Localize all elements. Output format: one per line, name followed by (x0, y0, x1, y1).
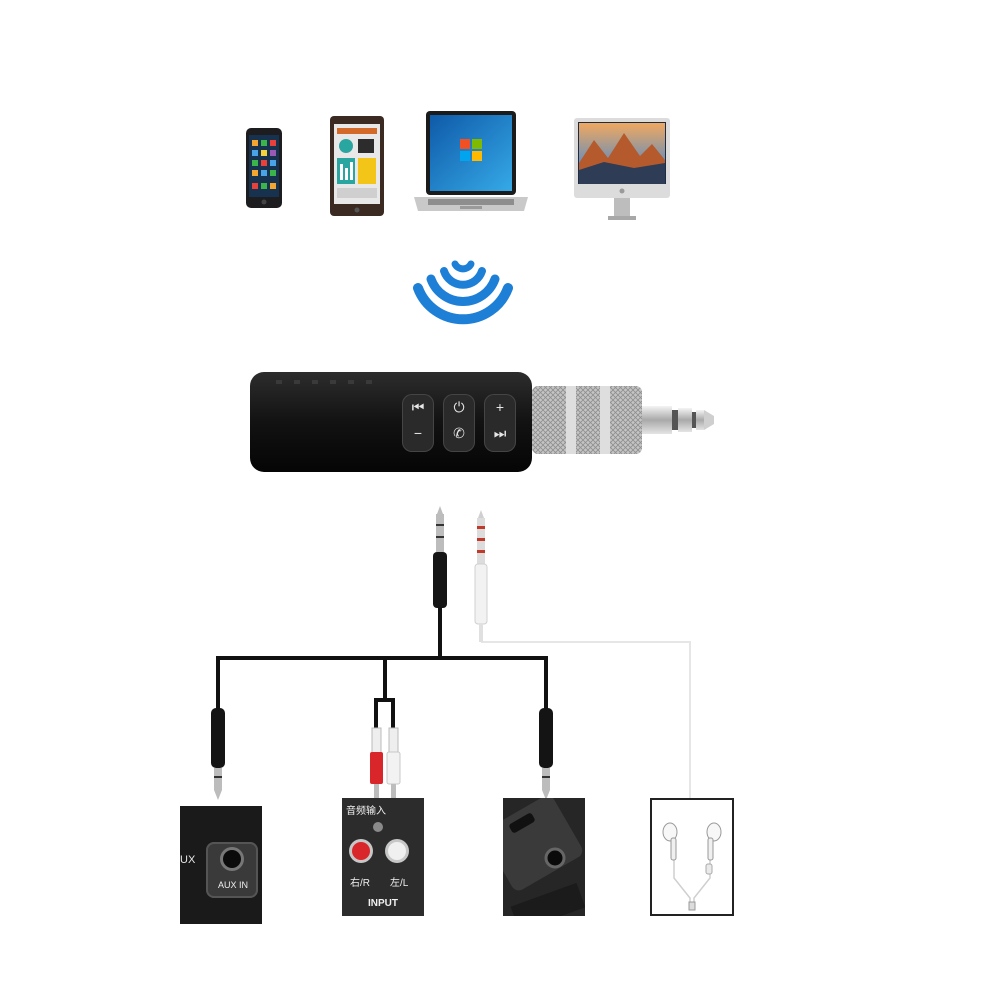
wireless-signal-icon (408, 254, 518, 334)
receiver-button-group: ⏮ − ⏻ ✆ + ⏭ (402, 394, 520, 454)
rca-jack-left-icon (388, 842, 406, 860)
aux-in-panel: UX AUX IN (180, 806, 262, 924)
earphones-icon (662, 822, 722, 911)
phone-icon: ✆ (453, 425, 465, 441)
cable-diagram (0, 500, 1000, 820)
car-aux-port-panel (503, 798, 585, 916)
input-label: INPUT (368, 898, 398, 909)
left-aux-plug-icon (211, 708, 225, 800)
previous-volume-down-button[interactable]: ⏮ − (402, 394, 434, 452)
power-icon: ⏻ (453, 399, 465, 415)
desktop-monitor-icon (574, 118, 670, 224)
black-main-plug-icon (433, 506, 447, 658)
aux-in-label: AUX IN (217, 880, 248, 890)
screw-icon (373, 822, 383, 832)
right-aux-plug-icon (539, 708, 553, 800)
rca-left-label: 左/L (390, 878, 409, 889)
rca-plugs-icon (370, 727, 401, 798)
aux-jack-icon (223, 850, 241, 868)
power-call-button[interactable]: ⏻ ✆ (443, 394, 475, 452)
audio-input-header: 音频输入 (346, 806, 386, 817)
aux-label-partial: UX (180, 854, 196, 866)
white-trrs-plug-icon (474, 510, 488, 642)
next-volume-up-button[interactable]: + ⏭ (484, 394, 516, 452)
minus-icon: − (413, 425, 423, 441)
next-icon: ⏭ (493, 425, 507, 441)
rca-input-panel: 音频输入 右/R 左/L INPUT (342, 798, 424, 916)
tablet-icon (330, 116, 384, 216)
rca-jack-right-icon (352, 842, 370, 860)
plus-icon: + (495, 399, 505, 415)
smartphone-icon (246, 128, 282, 208)
black-splitter-cable (216, 656, 548, 728)
previous-icon: ⏮ (411, 399, 425, 415)
bluetooth-receiver: ⏮ − ⏻ ✆ + ⏭ (248, 370, 718, 475)
rca-right-label: 右/R (350, 878, 370, 889)
white-cable (481, 640, 691, 800)
laptop-icon (414, 111, 528, 217)
earphones-box (650, 798, 734, 916)
